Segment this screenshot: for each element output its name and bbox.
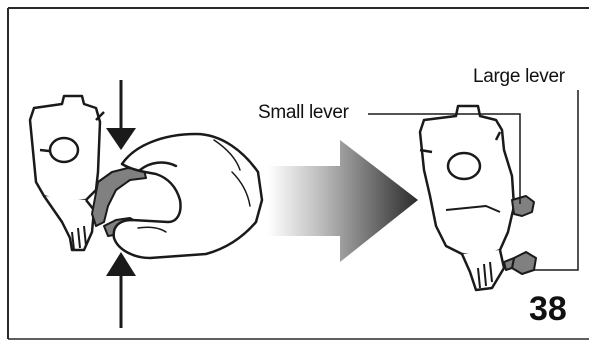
up-arrow-icon: [106, 252, 136, 328]
direction-arrow-icon: [268, 140, 418, 262]
left-shifter-illustration: [30, 96, 104, 250]
right-shifter-illustration: [420, 106, 514, 290]
down-arrow-icon: [106, 80, 136, 150]
large-lever-label: Large lever: [473, 66, 565, 88]
hand-illustration: [114, 134, 262, 258]
large-lever-leader-line: [534, 90, 578, 270]
small-lever-label: Small lever: [258, 102, 349, 124]
page-number: 38: [529, 290, 567, 329]
